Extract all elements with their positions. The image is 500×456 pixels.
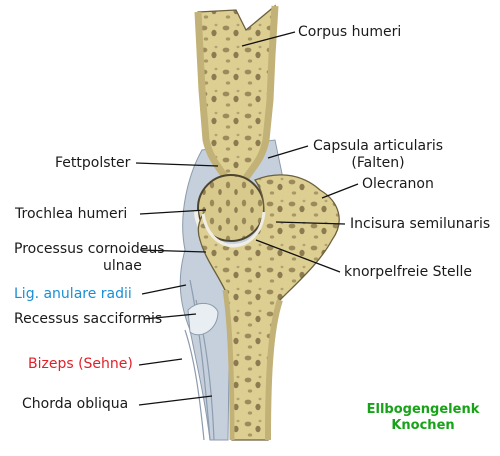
label-capsula-line2: (Falten) — [351, 155, 405, 171]
label-processus-cornoideus: Processus cornoideus — [14, 241, 165, 257]
label-capsula-articularis: Capsula articularis (Falten) — [308, 138, 448, 172]
radius-head-hint — [187, 303, 219, 336]
label-chorda-obliqua: Chorda obliqua — [22, 396, 129, 412]
label-ulnae: ulnae — [103, 258, 142, 274]
label-bizeps-sehne: Bizeps (Sehne) — [28, 356, 133, 372]
label-knorpelfreie-stelle: knorpelfreie Stelle — [344, 264, 473, 280]
leader-lines — [135, 31, 359, 406]
caption-line1: Ellbogengelenk — [366, 402, 480, 417]
label-capsula-line1: Capsula articularis — [312, 138, 444, 154]
label-olecranon: Olecranon — [362, 176, 434, 192]
figure-caption: Ellbogengelenk Knochen — [364, 402, 482, 434]
label-fettpolster: Fettpolster — [55, 155, 131, 171]
caption-line2: Knochen — [391, 418, 455, 433]
label-recessus-sacciformis: Recessus sacciformis — [14, 311, 163, 327]
label-incisura-semilunaris: Incisura semilunaris — [350, 216, 491, 232]
label-lig-anulare-radii: Lig. anulare radii — [14, 286, 132, 302]
label-corpus-humeri: Corpus humeri — [298, 24, 402, 40]
label-trochlea-humeri: Trochlea humeri — [15, 206, 128, 222]
